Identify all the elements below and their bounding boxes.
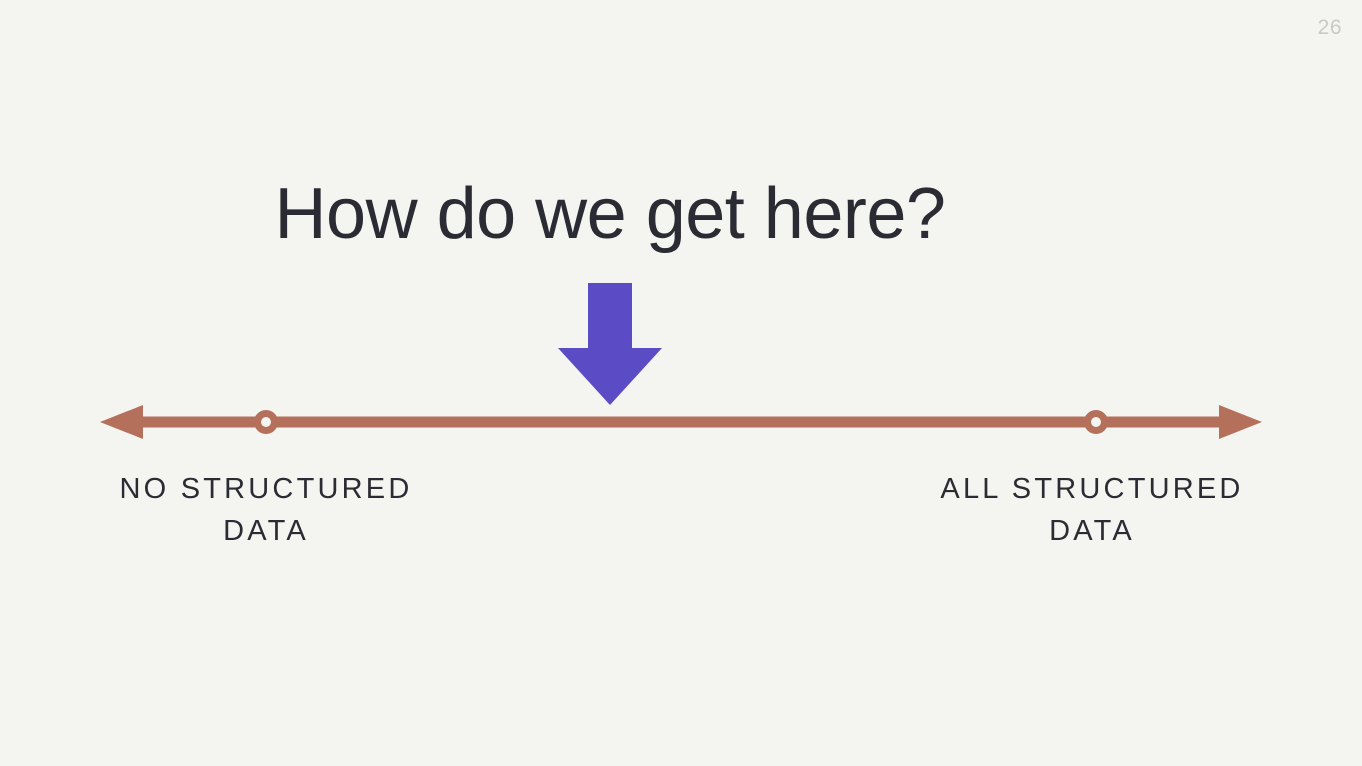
axis-label-line-1: NO STRUCTURED [119, 473, 413, 505]
page-title: How do we get here? [274, 174, 946, 254]
structured-data-spectrum-axis [95, 400, 1267, 446]
right-endpoint-marker [1084, 410, 1108, 434]
down-arrow-icon [558, 280, 662, 408]
arrow-left-icon [100, 405, 143, 439]
axis-label-no-structured-data: NO STRUCTURED DATA [56, 468, 476, 552]
axis-label-line-1: ALL STRUCTURED [940, 473, 1244, 505]
axis-label-line-2: DATA [1049, 515, 1135, 548]
left-endpoint-marker [254, 410, 278, 434]
page-number: 26 [1317, 16, 1342, 39]
arrow-right-icon [1219, 405, 1262, 439]
axis-label-line-2: DATA [223, 515, 309, 548]
axis-label-all-structured-data: ALL STRUCTURED DATA [882, 468, 1302, 552]
